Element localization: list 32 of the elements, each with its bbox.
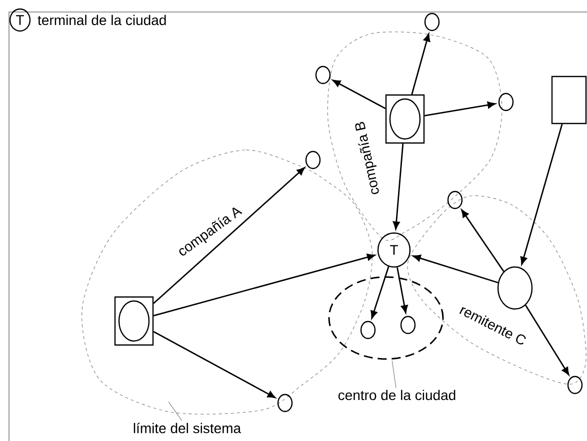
circle-symbol [277,394,293,412]
arrow [392,144,404,230]
leader-line [392,360,396,388]
box-symbol [551,76,587,124]
circle-symbol [567,376,583,394]
arrow [396,267,408,314]
region-label: compañía B [355,122,379,194]
box-symbol [385,94,425,144]
arrow [525,304,570,376]
leader-line [168,402,182,421]
arrow [520,124,563,265]
arrow [461,209,504,272]
label-text: límite del sistema [134,422,242,434]
arrow [332,80,386,110]
label-text: centro de la ciudad [338,390,456,400]
circle-symbol [447,190,463,210]
arrow [153,254,376,316]
circle-symbol [400,316,416,334]
caption-text: terminal de la ciudad [38,14,166,26]
arrow [424,102,496,116]
arrow [370,266,390,319]
circle-symbol [305,150,321,170]
circle-symbol [315,66,331,84]
box-symbol [114,296,154,346]
arrow [411,34,430,95]
arrow [153,331,276,398]
circle-symbol [360,320,376,340]
circle-symbol [424,12,440,32]
circle-symbol [498,92,514,112]
arrow [412,254,498,284]
dashed-ellipse [328,276,444,360]
arrow [153,167,305,304]
